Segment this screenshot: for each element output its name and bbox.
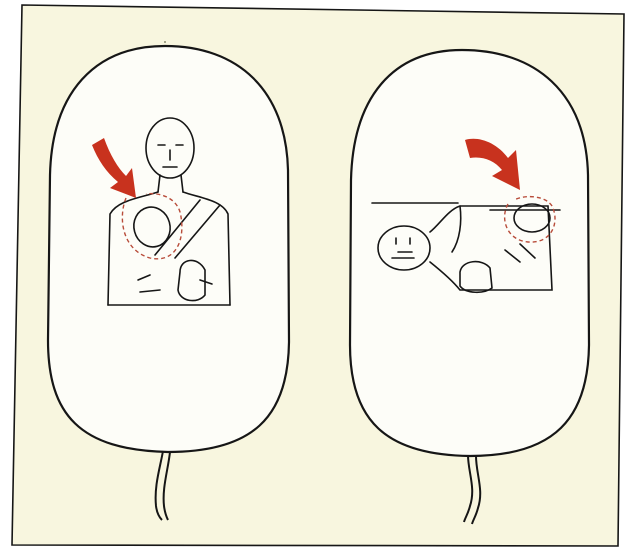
background-speck [164, 41, 166, 43]
pad-outline-left [48, 46, 289, 452]
pad-outline-right [350, 50, 589, 456]
